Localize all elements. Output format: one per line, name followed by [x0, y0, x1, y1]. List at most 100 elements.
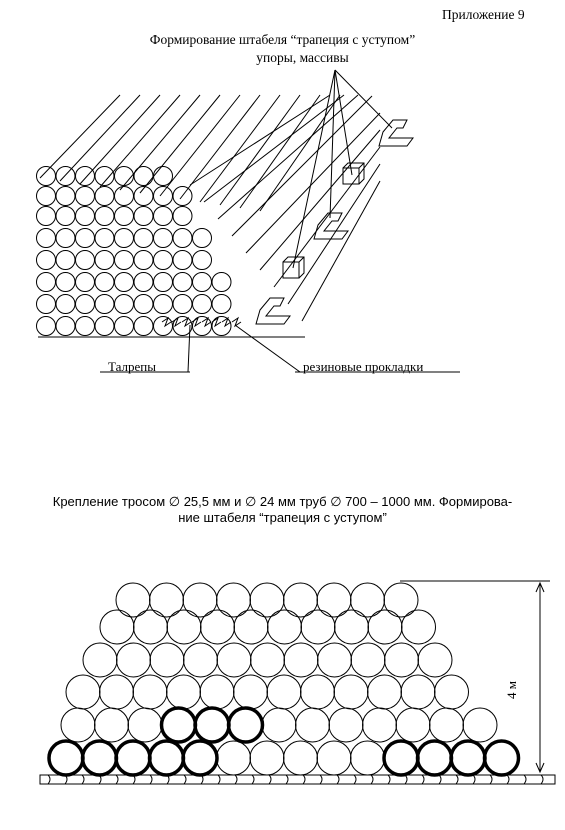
turnbuckle [191, 316, 202, 328]
pipe [82, 642, 118, 678]
lashed-pipe [80, 739, 119, 777]
pipe-end [211, 294, 232, 314]
lashed-pipe [449, 739, 487, 777]
pipe-line [245, 112, 381, 254]
pipe-end [133, 294, 154, 314]
pipe [115, 582, 151, 618]
pipe [266, 674, 302, 710]
top-figure-subtitle: упоры, массивы [256, 50, 349, 65]
pipe [395, 707, 431, 743]
pipe-end [172, 206, 193, 226]
pipe [362, 707, 397, 743]
pipe-end [75, 316, 95, 336]
pipe [132, 674, 168, 710]
lashed-pipe [193, 706, 231, 744]
pipe [316, 582, 352, 618]
pipe-end [211, 316, 232, 336]
pipe [216, 582, 251, 618]
turnbuckle [201, 316, 212, 328]
pipe-end [94, 250, 115, 270]
base-hatch [506, 774, 510, 785]
base-hatch [47, 774, 51, 785]
pipe [316, 740, 352, 776]
pipe [334, 609, 369, 645]
pipe-end [172, 272, 193, 292]
pipe-end [55, 294, 76, 314]
base-hatch [200, 774, 204, 785]
base-hatch [285, 774, 289, 785]
base-hatch [268, 774, 272, 785]
pipe-line [203, 94, 345, 203]
pipe [429, 707, 464, 743]
pipe-line [79, 94, 161, 185]
pipe [233, 609, 269, 645]
base-hatch [370, 774, 374, 785]
base-hatch [217, 774, 221, 785]
label-turnbuckles: Талрепы [108, 359, 156, 374]
pipe [462, 707, 498, 743]
pipe-line [159, 94, 241, 197]
pipe [166, 609, 202, 645]
pipe-line [119, 94, 201, 191]
pipe [417, 642, 453, 678]
lashed-pipe [181, 739, 219, 777]
label-rubber-pads: резиновые прокладки [303, 359, 424, 374]
pipe-end [153, 228, 173, 248]
pipe [199, 674, 235, 710]
pipe-end [192, 294, 212, 314]
pipe-end [192, 228, 212, 248]
pipe [99, 609, 135, 645]
pipe-end [75, 250, 95, 270]
pipe-line [199, 94, 281, 203]
pipe-end [133, 250, 154, 270]
lashed-pipe [226, 706, 265, 744]
pipe-end [153, 250, 173, 270]
base-hatch [302, 774, 306, 785]
lashed-pipe [147, 739, 186, 777]
pipe [401, 609, 436, 645]
pipe-end [114, 250, 134, 270]
pipe [367, 674, 402, 710]
pipe-end [153, 206, 173, 226]
pipe-end [133, 272, 154, 292]
pipe-end [153, 186, 173, 206]
leader-line [329, 69, 336, 219]
leader-line [187, 324, 191, 373]
dimension-arrow [535, 581, 545, 593]
base-hatch [455, 774, 459, 785]
lashed-pipe [415, 739, 454, 777]
pipe-end [36, 316, 56, 336]
pipe-end [36, 228, 56, 248]
pipe-end [94, 186, 115, 206]
pipe [233, 674, 268, 710]
pipe-line [301, 180, 381, 322]
base-hatch [489, 774, 493, 785]
pipe-end [153, 316, 173, 336]
pipe [99, 674, 134, 710]
pipe [295, 707, 330, 743]
pipe [216, 642, 252, 678]
pipe-end [114, 272, 134, 292]
appendix-label: Приложение 9 [442, 7, 525, 22]
base-beam [39, 774, 556, 785]
base-hatch [523, 774, 527, 785]
pipe-end [94, 166, 115, 186]
base-hatch [387, 774, 391, 785]
leader-line [334, 69, 353, 176]
pipe [350, 740, 385, 776]
pipe-end [114, 228, 134, 248]
base-hatch [64, 774, 68, 785]
base-hatch [540, 774, 544, 785]
pipe-line [189, 94, 331, 186]
pipe-end [172, 250, 193, 270]
pipe-end [75, 272, 95, 292]
base-hatch [98, 774, 102, 785]
pipe-line [239, 94, 321, 209]
pipe-end [153, 294, 173, 314]
wedge-support [378, 119, 414, 147]
pipe-end [36, 206, 56, 226]
pipe [216, 740, 251, 776]
pipe-end [114, 166, 134, 186]
pipe-end [192, 272, 212, 292]
